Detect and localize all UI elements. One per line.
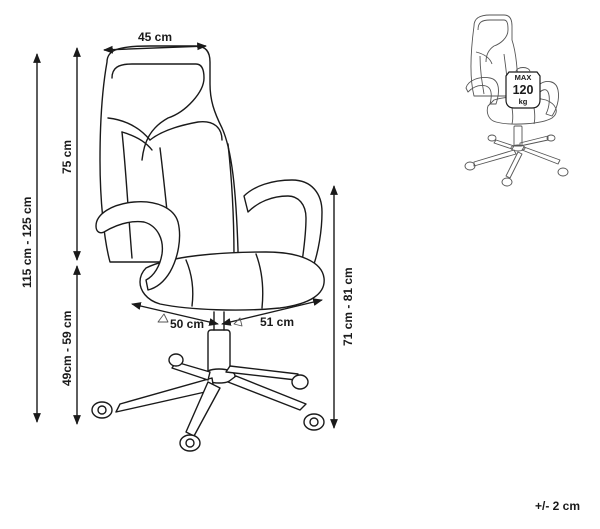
dimension-armrest-height: 71 cm - 81 cm <box>330 185 355 429</box>
max-weight-badge: MAX 120 kg <box>505 67 541 109</box>
caster-back-left <box>168 353 184 367</box>
dimension-seat-width: 45 cm <box>103 30 207 54</box>
dimension-backrest-height: 75 cm <box>60 47 81 261</box>
tolerance-note: +/- 2 cm <box>535 499 580 513</box>
caster-front <box>179 434 201 452</box>
total-height-label: 115 cm - 125 cm <box>20 197 34 288</box>
dimension-base-width: 51 cm <box>221 298 323 329</box>
caster-front-left <box>91 401 113 419</box>
caster-right <box>303 413 325 431</box>
badge-max-label: MAX <box>515 73 532 82</box>
badge-value: 120 <box>513 83 534 97</box>
base-width-label: 51 cm <box>260 315 294 329</box>
dimension-seat-floor-height: 49cm - 59 cm <box>60 265 81 425</box>
badge-unit: kg <box>519 97 528 106</box>
dimension-seat-depth: 50 cm <box>131 302 219 331</box>
backrest-height-label: 75 cm <box>60 140 74 174</box>
seat-floor-height-label: 49cm - 59 cm <box>60 311 74 386</box>
dimension-total-height: 115 cm - 125 cm <box>20 53 41 423</box>
caster-back-right <box>291 374 309 390</box>
armrest-height-label: 71 cm - 81 cm <box>341 267 355 346</box>
seat-depth-label: 50 cm <box>170 317 204 331</box>
seat-width-label: 45 cm <box>138 30 172 44</box>
main-chair-drawing <box>91 45 325 452</box>
